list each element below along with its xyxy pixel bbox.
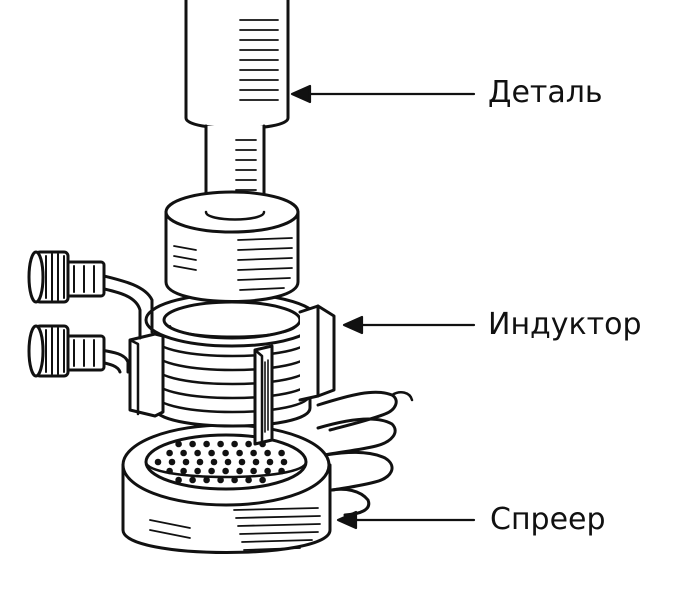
sprayer-hole [182,458,190,466]
sprayer-hole [236,449,243,457]
sprayer-hole [236,467,243,475]
sprayer-hole [245,476,252,484]
sprayer-hole [189,476,196,484]
sprayer-hole [217,440,224,448]
label-inductor: Индуктор [488,307,642,342]
sprayer-hole [189,440,196,448]
sprayer-hole [278,467,285,475]
sprayer-hole [264,467,271,475]
sprayer-hole [250,467,257,475]
inductor-coil [128,292,336,446]
sprayer-hole [175,440,182,448]
coolant-connectors [27,250,154,378]
upper-knurl [45,253,95,301]
sprayer-hole [203,440,210,448]
sprayer-hole [194,449,201,457]
sprayer-hole [203,476,210,484]
arrowhead-sprayer [336,510,358,530]
upper-connector [27,250,106,304]
collar-hatching [173,237,293,291]
sprayer-hole [238,458,246,466]
sprayer-hole [166,467,173,475]
sprayer-ring [121,423,332,554]
lower-connector [27,324,106,378]
neck-hatching [235,139,257,191]
sprayer-hole [266,458,274,466]
sprayer-hole [280,458,288,466]
sprayer-hole [175,476,182,484]
sprayer-hole [259,476,266,484]
sprayer-hole [250,449,257,457]
sprayer-hole [166,449,173,457]
sprayer-hole [278,449,285,457]
sprayer-hole [180,467,187,475]
label-detail: Деталь [488,75,603,110]
sprayer-hole [196,458,204,466]
sprayer-hole [208,449,215,457]
label-sprayer: Спреер [490,502,606,537]
sprayer-hole [222,467,229,475]
sprayer-hole [208,467,215,475]
sprayer-hole [168,458,176,466]
sprayer-hole [264,449,271,457]
sprayer-hole [245,440,252,448]
arrowhead-inductor [342,315,364,335]
sprayer-hole [231,476,238,484]
clip-hatching [264,359,269,433]
sprayer-hole [154,458,162,466]
sprayer-holes [154,440,288,484]
sprayer-hole [231,440,238,448]
sprayer-hole [222,449,229,457]
sprayer-hole [217,476,224,484]
hand-shape [316,390,414,517]
shaft-hatching [239,19,279,101]
sprayer-hole [194,467,201,475]
sprayer-hole [180,449,187,457]
sprayer-hole [224,458,232,466]
sprayer-hole [252,458,260,466]
workpiece-part [164,0,300,303]
lower-knurl [45,327,95,375]
sprayer-hatching [149,507,321,551]
callout-arrows [290,84,476,530]
arrowhead-detail [290,84,312,104]
sprayer-hole [210,458,218,466]
